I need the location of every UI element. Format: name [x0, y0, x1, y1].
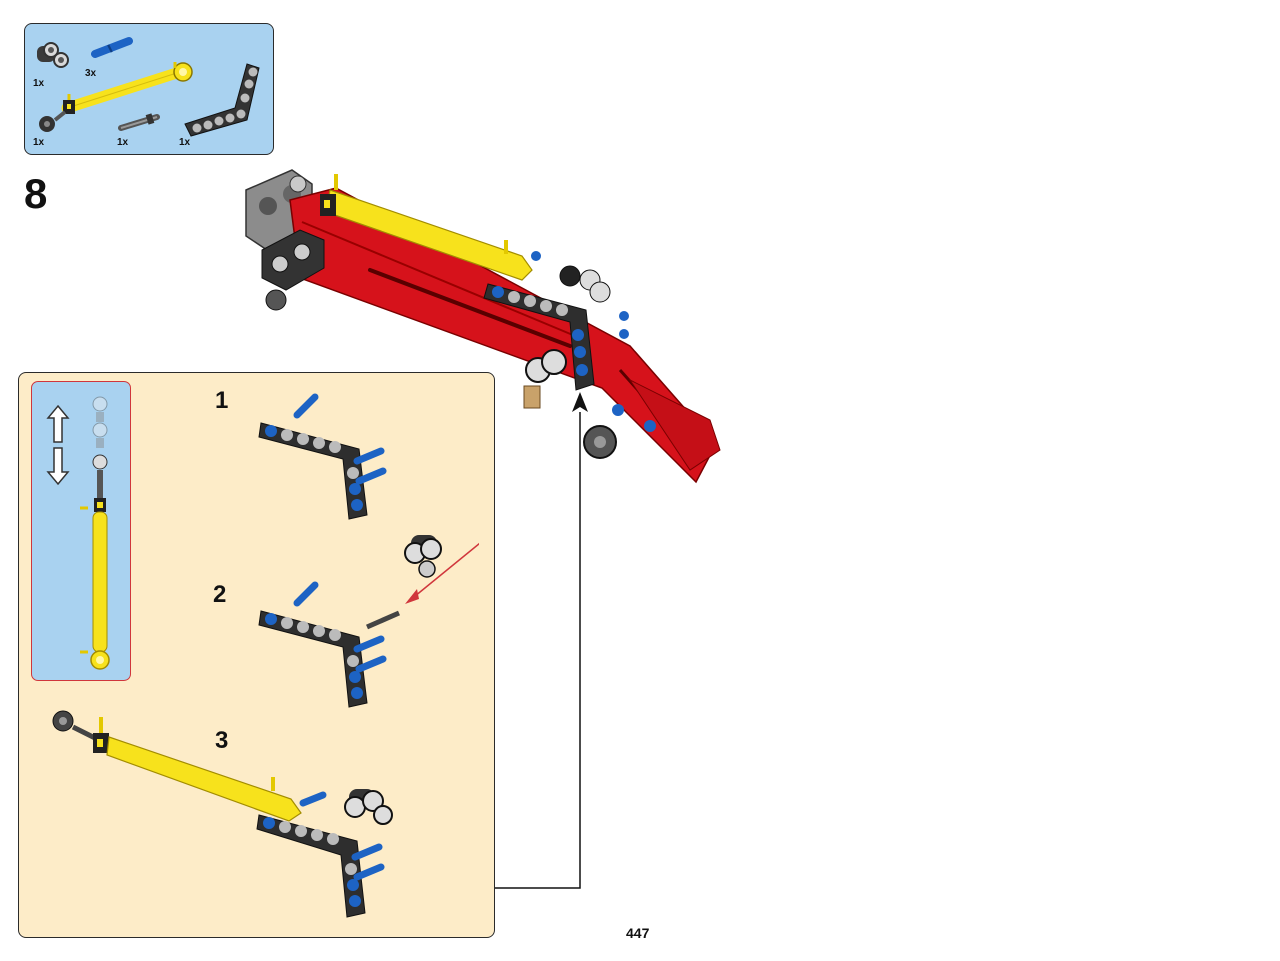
parts-list-callout: 1x 3x 1x 1x 1x [24, 23, 274, 155]
quantity-blue-pin: 3x [85, 68, 97, 79]
quantity-l-beam: 1x [179, 137, 191, 148]
axle-icon [118, 113, 160, 131]
l-beam-icon [184, 63, 260, 137]
l-beam-with-pins-icon [258, 393, 387, 520]
red-insert-arrow-icon [405, 542, 479, 604]
quantity-axle: 1x [117, 137, 129, 148]
up-arrow-icon [46, 404, 70, 443]
double-pin-connector-icon [37, 42, 69, 68]
lower-connector-icon [523, 349, 656, 459]
pneumatic-cylinder-icon [39, 62, 193, 132]
sub-assembly-callout: 1 2 3 [18, 372, 495, 938]
cylinder-motion-illustration [46, 396, 110, 670]
substep-2-label: 2 [213, 581, 227, 608]
double-connector-icon [404, 535, 442, 578]
l-beam-with-pins-icon [258, 581, 387, 708]
down-arrow-icon [46, 447, 70, 486]
main-model-illustration [245, 169, 721, 484]
blue-pin-icon [91, 37, 133, 58]
quantity-double-pin: 1x [33, 78, 45, 89]
vertical-cylinder-icon [80, 454, 110, 670]
substep-2-illustration [258, 535, 479, 708]
double-connector-icon [344, 789, 393, 825]
step-number: 8 [24, 170, 48, 217]
substep-1-label: 1 [215, 387, 229, 414]
axle-icon [365, 610, 401, 630]
substep-3-illustration [52, 710, 393, 918]
substep-3-label: 3 [215, 727, 229, 754]
cylinder-rod-ghost-icon [92, 396, 108, 448]
black-connector-left-icon [261, 229, 325, 311]
cylinder-assembly-icon [52, 710, 327, 822]
cylinder-extend-inset [31, 381, 131, 681]
substep-1-illustration [258, 393, 387, 520]
quantity-cylinder: 1x [33, 137, 45, 148]
red-frame-icon [289, 187, 721, 484]
l-beam-with-pins-icon [256, 814, 385, 918]
page-number: 447 [626, 925, 650, 941]
yellow-cylinder-icon [320, 174, 541, 281]
l-beam-assembly-icon [483, 265, 629, 391]
parts-illustration [37, 37, 260, 137]
